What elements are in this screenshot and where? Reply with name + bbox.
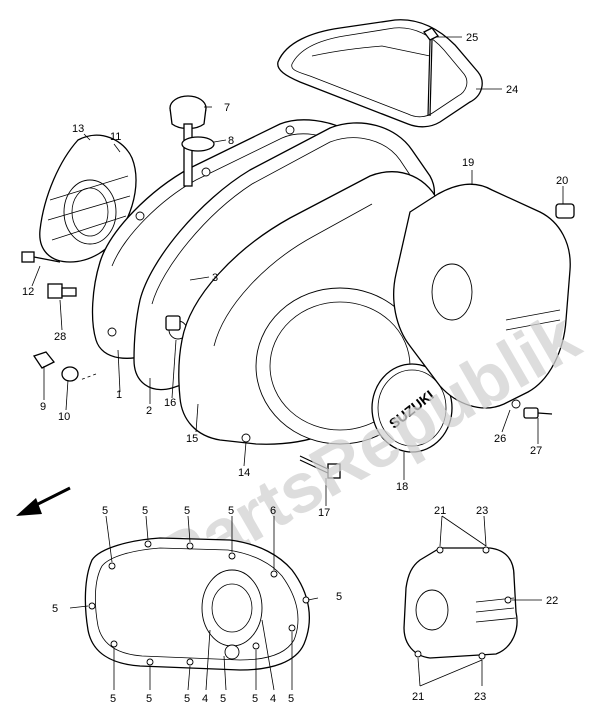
switch-28: [47, 283, 77, 299]
screw-27: [523, 407, 553, 419]
label-5: 5: [336, 591, 342, 603]
callout-27: 27: [530, 445, 542, 457]
callout-16: 16: [164, 397, 176, 409]
callout-14: 14: [238, 467, 250, 479]
detail-right-leaders: [417, 515, 542, 687]
label-5: 5: [184, 693, 190, 705]
callout-26: 26: [494, 433, 506, 445]
gasket-detail-right: [403, 546, 518, 660]
label-5: 5: [102, 505, 108, 517]
sprocket-cover-19: [393, 183, 571, 409]
label-5: 5: [146, 693, 152, 705]
oil-filler-cap-7: [169, 95, 207, 187]
callout-17: 17: [318, 507, 330, 519]
label-5: 5: [228, 505, 234, 517]
bolt-17: [299, 455, 341, 479]
gasket-detail-left: [84, 537, 310, 671]
washer-10: [61, 366, 79, 382]
callout-18: 18: [396, 481, 408, 493]
callout-28: 28: [54, 331, 66, 343]
label-5: 5: [110, 693, 116, 705]
callout-13: 13: [72, 123, 84, 135]
emblem-cover-18: SUZUKI: [371, 363, 453, 453]
o-ring-8: [181, 136, 215, 152]
label-22: 22: [546, 595, 558, 607]
callout-24: 24: [506, 84, 518, 96]
label-5: 5: [220, 693, 226, 705]
callout-25: 25: [466, 32, 478, 44]
cover-cap-24: [277, 19, 483, 128]
detail-left-labels: 5 5 5 5 6 5 5 5 5 5 4 5 5 4 5: [52, 505, 342, 705]
label-21: 21: [434, 505, 446, 517]
label-4: 4: [202, 693, 208, 705]
callout-1: 1: [116, 389, 122, 401]
callout-20: 20: [556, 175, 568, 187]
label-5: 5: [288, 693, 294, 705]
dowel-16: [165, 315, 181, 331]
callout-15: 15: [186, 433, 198, 445]
screw-25: [423, 27, 439, 117]
detail-right-labels: 21 23 22 21 23: [412, 505, 558, 703]
plug-20: [555, 203, 575, 219]
callout-10: 10: [58, 411, 70, 423]
callout-19: 19: [462, 157, 474, 169]
label-5: 5: [184, 505, 190, 517]
label-5: 5: [52, 603, 58, 615]
direction-arrow-icon: [16, 486, 71, 516]
label-6: 6: [270, 505, 276, 517]
label-4: 4: [270, 693, 276, 705]
label-21: 21: [412, 691, 424, 703]
plug-9: [32, 351, 56, 369]
label-5: 5: [252, 693, 258, 705]
callout-12: 12: [22, 286, 34, 298]
leader-lines: [31, 36, 564, 506]
callout-8: 8: [228, 135, 234, 147]
callout-7: 7: [224, 102, 230, 114]
callout-9: 9: [40, 401, 46, 413]
callout-3: 3: [212, 272, 218, 284]
bolt-12: [21, 251, 61, 263]
callout-2: 2: [146, 405, 152, 417]
callout-labels: 25 24 7 8 13 11 19 20 3 12 28 9 10 1 2 1…: [22, 32, 568, 519]
outer-cover-13: [39, 134, 137, 263]
label-23: 23: [474, 691, 486, 703]
callout-11: 11: [110, 131, 121, 143]
label-5: 5: [142, 505, 148, 517]
detail-left-leaders: [69, 515, 319, 691]
label-23: 23: [476, 505, 488, 517]
